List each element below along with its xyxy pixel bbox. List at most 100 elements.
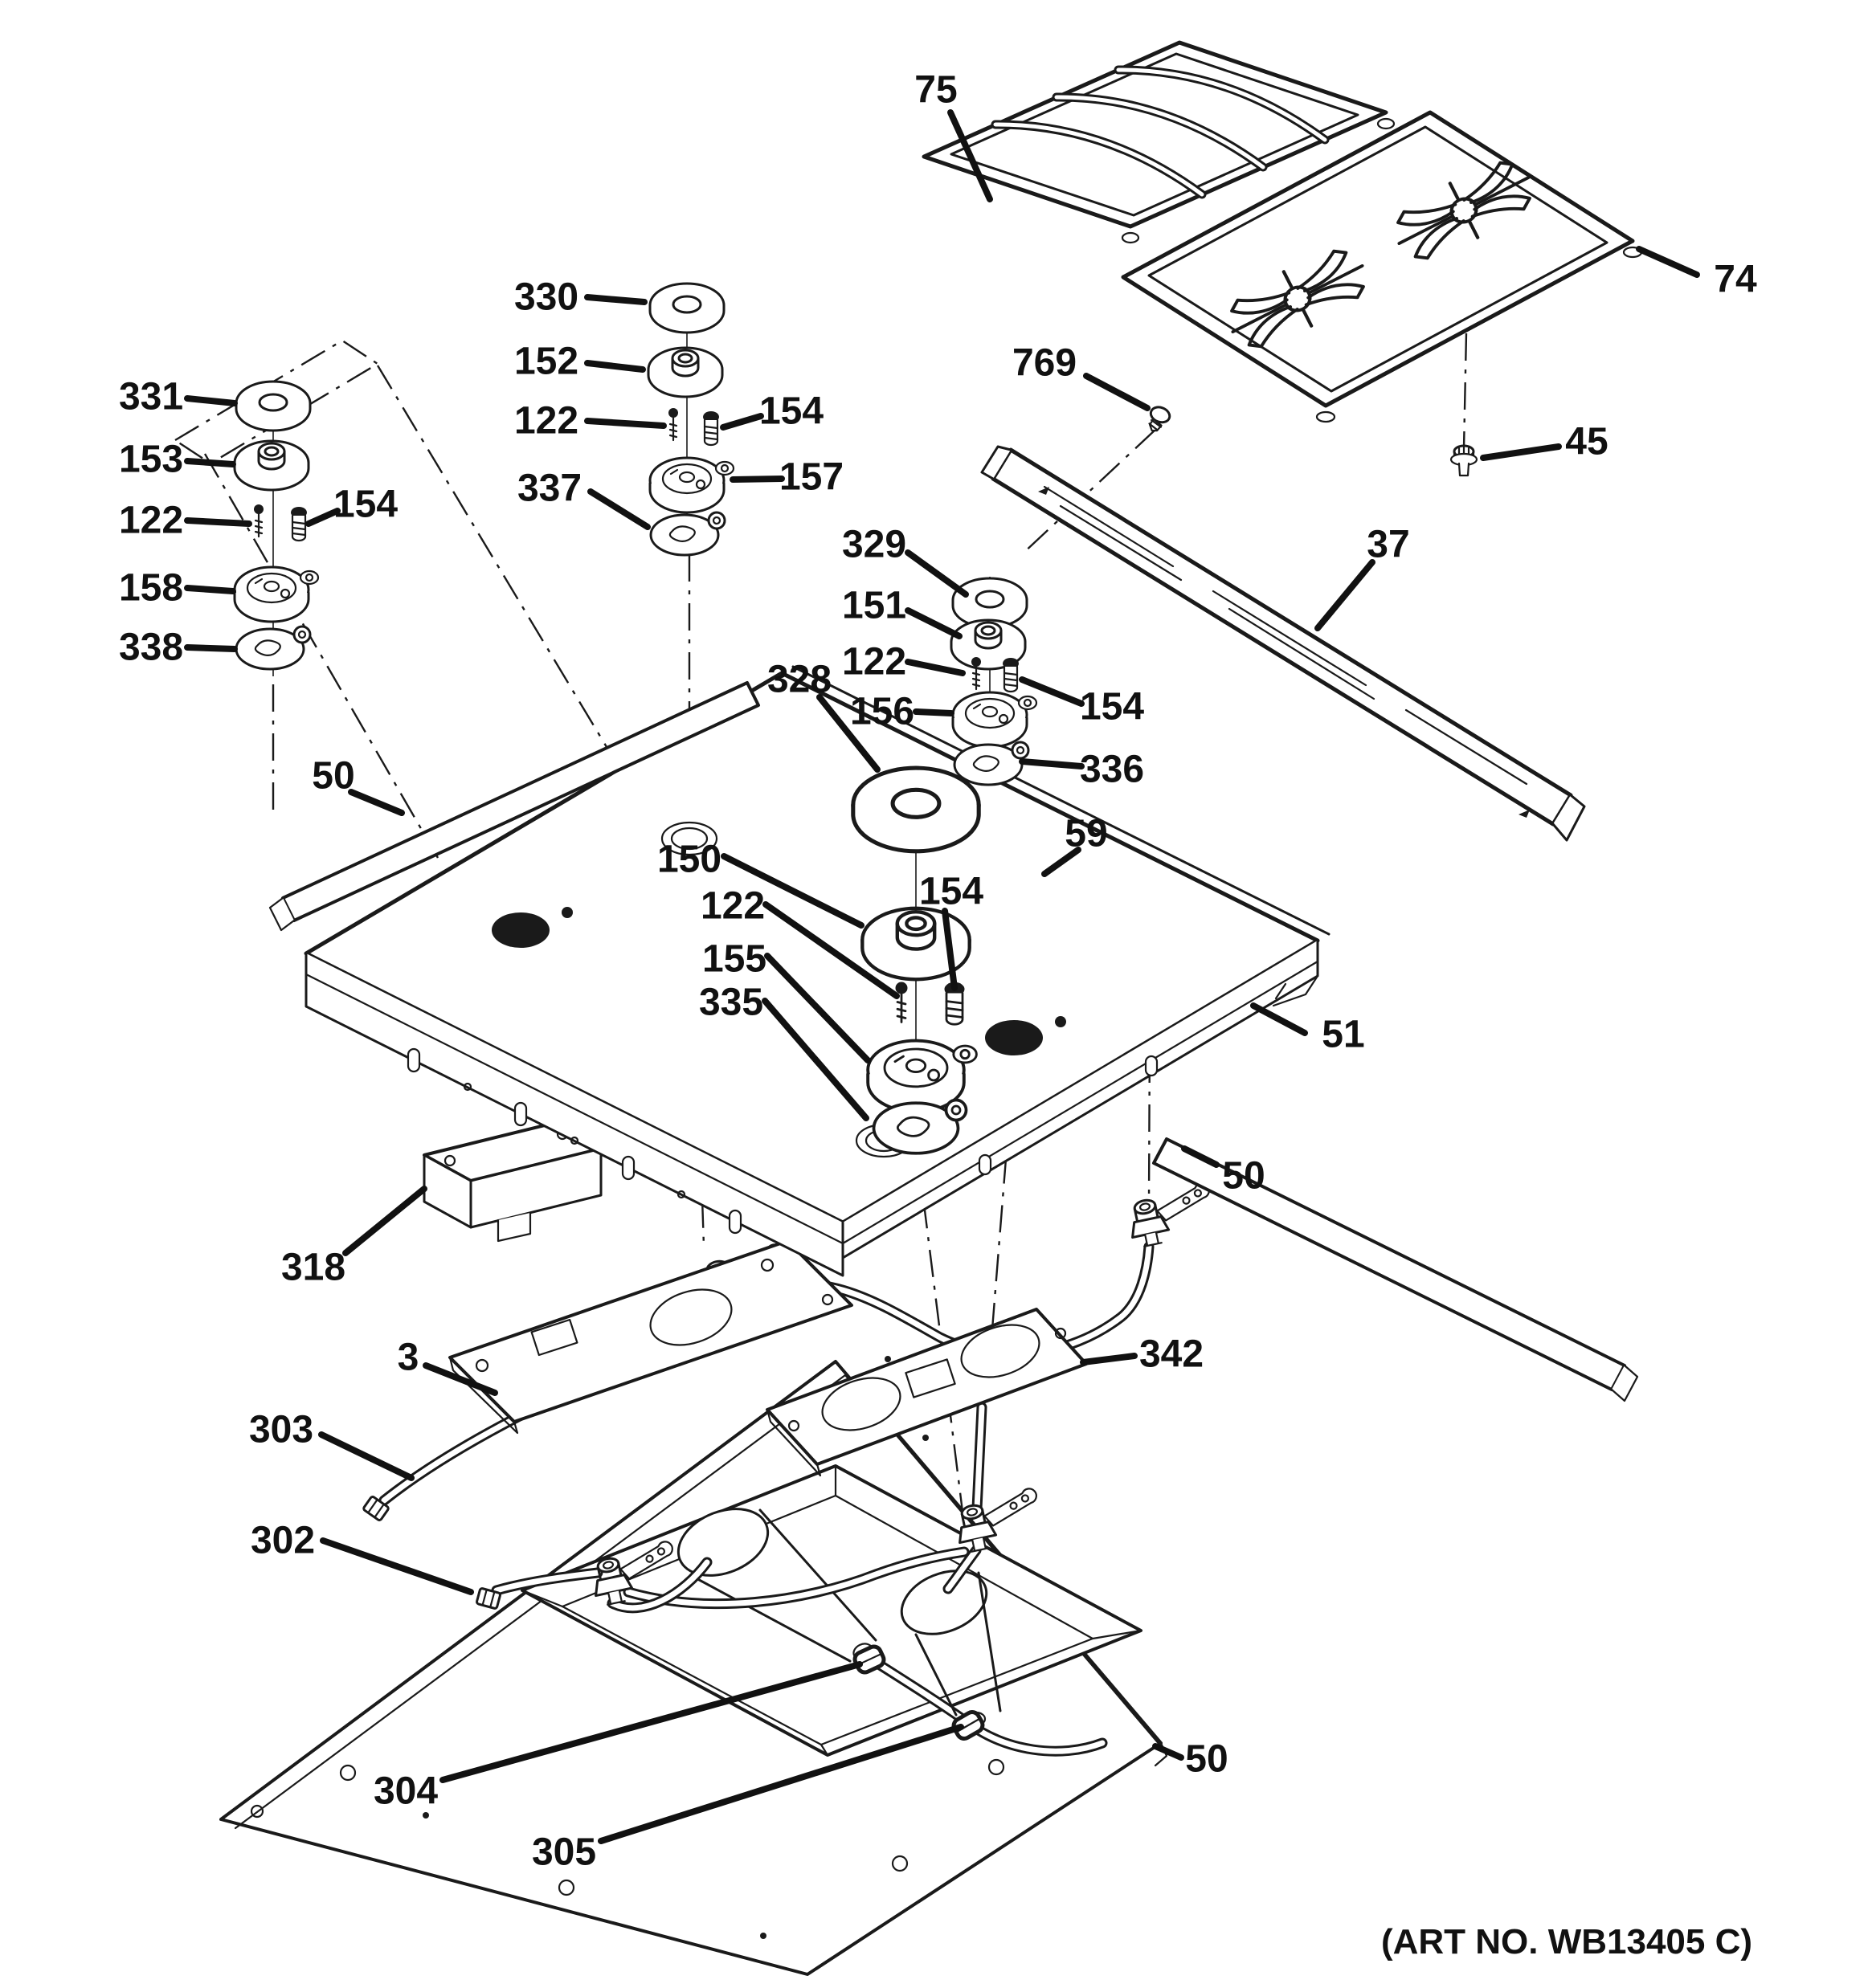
leader-line xyxy=(942,908,958,991)
leader-line xyxy=(184,517,252,527)
part-label-157-burner-head: 157 xyxy=(730,456,844,499)
leader-line xyxy=(318,1431,415,1481)
part-label-150-burner-cap: 150 xyxy=(657,839,865,929)
grate-74 xyxy=(1121,110,1643,423)
part-label-331-burner-cap-ring: 331 xyxy=(119,376,238,418)
trim-strip-left-50 xyxy=(268,681,760,932)
part-label-59-maintop: 59 xyxy=(1041,813,1108,877)
part-label-155-burner-head: 155 xyxy=(702,938,871,1063)
part-label-336-burner-gasket: 336 xyxy=(1019,749,1144,791)
trim-strip-right-50 xyxy=(1152,1137,1639,1402)
backsplash-37 xyxy=(980,445,1586,842)
part-number-text: 328 xyxy=(767,659,832,701)
part-number-text: 37 xyxy=(1367,524,1409,566)
part-number-text: 50 xyxy=(312,755,354,798)
part-label-75-side-grate: 75 xyxy=(914,69,993,202)
part-label-337-burner-gasket: 337 xyxy=(517,467,651,530)
leader-line xyxy=(1083,373,1151,411)
leader-line xyxy=(184,585,236,594)
part-number-text: 157 xyxy=(779,456,844,499)
leader-line xyxy=(1250,1002,1308,1036)
part-number-text: 156 xyxy=(850,691,914,733)
leader-line xyxy=(348,789,405,816)
part-number-text: 74 xyxy=(1714,259,1757,301)
part-label-154-screw-large: 154 xyxy=(1019,676,1144,729)
tube-fitting-302 xyxy=(476,1587,501,1610)
part-number-text: 51 xyxy=(1322,1014,1364,1056)
part-label-122-screw-small: 122 xyxy=(514,400,667,443)
part-number-text: 769 xyxy=(1012,342,1077,385)
part-number-text: 155 xyxy=(702,938,766,981)
part-label-305-tube-clamp: 305 xyxy=(532,1724,964,1874)
part-number-text: 153 xyxy=(119,439,183,481)
part-label-338-burner-gasket: 338 xyxy=(119,627,238,669)
part-label-342-burner-bracket-plate: 342 xyxy=(1080,1333,1204,1376)
part-label-50-trim-strip-left: 50 xyxy=(312,755,405,816)
part-label-122-screw-small: 122 xyxy=(119,500,252,542)
part-number-text: 302 xyxy=(251,1520,315,1562)
part-number-text: 331 xyxy=(119,376,183,418)
spark-module-318 xyxy=(423,1121,603,1243)
leader-line xyxy=(342,1186,427,1256)
bracket-plate xyxy=(448,1239,853,1435)
leader-line xyxy=(423,1362,498,1396)
leader-line xyxy=(1019,676,1085,707)
part-number-text: 59 xyxy=(1065,813,1107,855)
leader-line xyxy=(721,853,865,929)
part-number-text: 318 xyxy=(281,1247,345,1289)
fastener-45 xyxy=(1449,444,1478,477)
part-label-50-trim-strip-right: 50 xyxy=(1181,1145,1265,1198)
part-number-text: 152 xyxy=(514,341,578,383)
leader-line xyxy=(913,708,954,716)
part-number-text: 154 xyxy=(333,484,398,526)
part-label-329-burner-cap-ring: 329 xyxy=(842,524,969,598)
leader-line xyxy=(305,508,341,527)
part-label-51-glass-top-edge: 51 xyxy=(1250,1002,1365,1056)
grate-75 xyxy=(922,40,1396,244)
leader-line xyxy=(587,488,651,530)
part-label-335-burner-gasket: 335 xyxy=(699,982,869,1121)
part-number-text: 154 xyxy=(1080,686,1144,729)
part-number-text: 304 xyxy=(374,1770,438,1813)
part-label-122-screw-small: 122 xyxy=(842,641,966,684)
part-number-text: 336 xyxy=(1080,749,1144,791)
part-number-text: 335 xyxy=(699,982,763,1024)
leader-line xyxy=(764,953,871,1063)
leader-line xyxy=(816,694,881,773)
leader-line xyxy=(720,413,764,431)
part-number-text: 154 xyxy=(919,871,983,913)
part-number-text: 338 xyxy=(119,627,183,669)
leader-line xyxy=(762,998,869,1121)
part-number-text: 122 xyxy=(842,641,906,684)
leader-line xyxy=(905,549,969,598)
part-number-text: 342 xyxy=(1139,1333,1204,1376)
fastener-769 xyxy=(1148,406,1171,432)
part-number-text: 151 xyxy=(842,585,906,627)
part-label-122-screw-small: 122 xyxy=(701,885,900,999)
part-number-text: 337 xyxy=(517,467,582,510)
part-label-158-burner-head: 158 xyxy=(119,567,236,610)
leader-line xyxy=(320,1537,474,1595)
leader-line xyxy=(1080,1353,1138,1365)
part-number-text: 122 xyxy=(701,885,765,928)
part-label-151-burner-cap: 151 xyxy=(842,585,963,639)
part-number-text: 329 xyxy=(842,524,906,566)
leader-line xyxy=(184,458,236,467)
tube-fitting-303 xyxy=(362,1496,390,1521)
leader-line xyxy=(1041,847,1081,877)
part-number-text: 154 xyxy=(759,390,824,433)
part-label-152-burner-cap: 152 xyxy=(514,341,646,383)
leader-line xyxy=(584,294,648,305)
part-number-text: 75 xyxy=(914,69,957,112)
leader-line xyxy=(947,109,993,202)
leader-line xyxy=(584,360,646,373)
leader-line xyxy=(1152,1743,1184,1761)
part-label-37-backsplash-trim: 37 xyxy=(1314,524,1410,631)
leader-line xyxy=(1019,758,1085,769)
leader-line xyxy=(439,1661,863,1783)
leader-line xyxy=(1636,246,1700,278)
part-number-text: 50 xyxy=(1222,1155,1265,1198)
part-label-50-trim-strip-bottom: 50 xyxy=(1152,1738,1228,1781)
